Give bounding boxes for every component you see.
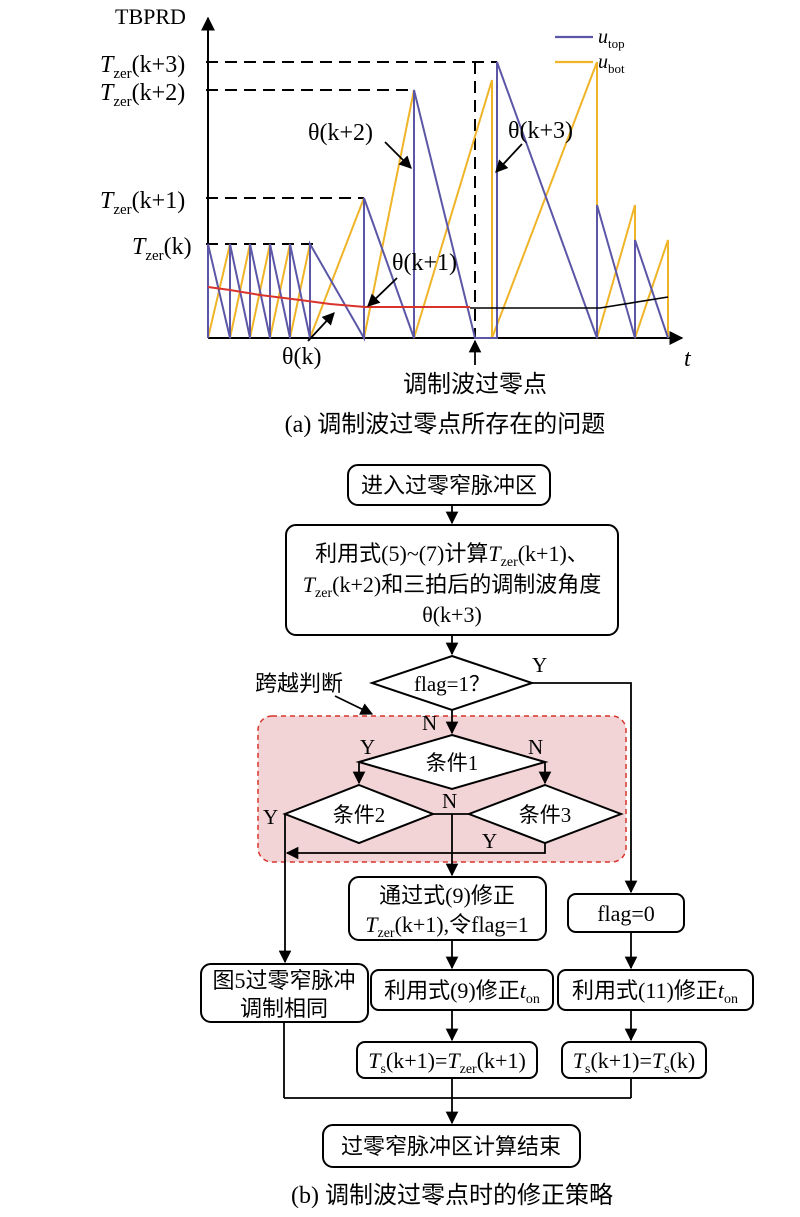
angle-k-label: θ(k) [282, 344, 321, 370]
cross-check-label: 跨越判断 [255, 671, 343, 696]
angle-k-arrow [307, 312, 335, 342]
angle-k2-arrow [384, 141, 412, 169]
ton9-box [370, 969, 554, 1011]
angle-k1-arrow [367, 277, 398, 307]
waveform-chart: TBPRD t Tzer(k+3) Tzer(k+2) Tzer(k+1) Tz… [100, 4, 692, 438]
legend: utop ubot [555, 26, 625, 76]
caption-a: (a) 调制波过零点所存在的问题 [285, 411, 606, 438]
cond1-decision [355, 733, 549, 791]
flag0-text: flag=0 [597, 901, 655, 926]
cond3-yes-label: Y [482, 829, 497, 853]
cond3-text: 条件3 [519, 803, 572, 827]
angle-k2-label: θ(k+2) [308, 120, 373, 146]
end-text: 过零窄脉冲区计算结束 [341, 1134, 561, 1159]
legend-utop-label: utop [598, 26, 625, 51]
calc-line2: Tzer(k+2)和三拍后的调制波角度 [303, 572, 601, 601]
flag-decision-text: flag=1？ [414, 672, 490, 696]
legend-ubot-label: ubot [598, 51, 625, 76]
cond2-decision [282, 783, 436, 845]
ts-ts-text: Ts(k+1)=Ts(k) [573, 1048, 696, 1077]
same-line1: 图5过零窄脉冲 [212, 968, 355, 993]
angle-k3-arrow [495, 143, 523, 173]
same-line2: 调制相同 [240, 996, 328, 1021]
x-axis-label: t [684, 346, 692, 372]
cond1-no-label: N [528, 735, 543, 759]
start-text: 进入过零窄脉冲区 [361, 473, 537, 498]
cond-no-label: N [442, 789, 457, 813]
y-axis-label: TBPRD [115, 4, 186, 29]
end-box [322, 1124, 581, 1168]
calc-line3: θ(k+3) [422, 602, 482, 627]
correct9-line2: Tzer(k+1),令flag=1 [365, 912, 529, 941]
cross-check-pointer [334, 695, 374, 715]
level-k3-label: Tzer(k+3) [100, 52, 185, 82]
level-k-label: Tzer(k) [132, 234, 192, 264]
zero-cross-label: 调制波过零点 [403, 371, 547, 398]
cond1-text: 条件1 [426, 751, 479, 775]
cond2-text: 条件2 [333, 803, 386, 827]
utop-line [207, 61, 669, 342]
utop-waveform [207, 61, 669, 342]
ton9-text: 利用式(9)修正ton [384, 978, 540, 1007]
flag-no-label: N [422, 711, 437, 735]
angle-k1-label: θ(k+1) [392, 250, 457, 276]
correct9-box [348, 876, 547, 941]
arrow-flag-yes [532, 682, 638, 894]
angle-k3-label: θ(k+3) [508, 118, 573, 144]
level-k1-label: Tzer(k+1) [100, 188, 185, 218]
level-k2-label: Tzer(k+2) [100, 80, 185, 110]
caption-b: (b) 调制波过零点时的修正策略 [291, 1182, 613, 1209]
ton11-box [557, 969, 754, 1011]
correct9-line1: 通过式(9)修正 [379, 883, 515, 908]
modulation-wave-before [207, 286, 470, 308]
ts-tzer-text: Ts(k+1)=Tzer(k+1) [368, 1048, 526, 1077]
flag0-box [567, 893, 685, 933]
flag-yes-label: Y [532, 653, 547, 677]
ton11-text: 利用式(11)修正ton [572, 978, 738, 1007]
arrow-cond3-yes [285, 843, 546, 860]
cond1-yes-label: Y [360, 735, 375, 759]
start-box [347, 464, 551, 506]
ts-ts-box [561, 1041, 707, 1079]
modulation-wave-after [470, 296, 669, 309]
calc-line1: 利用式(5)~(7)计算Tzer(k+1)、 [315, 541, 589, 570]
cond2-yes-label: Y [263, 805, 278, 829]
flowchart: 跨越判断 进入过零窄脉冲区 利用式(5)~(7)计算Tzer(k+1)、 Tze… [200, 464, 754, 1209]
ts-tzer-box [356, 1041, 538, 1079]
